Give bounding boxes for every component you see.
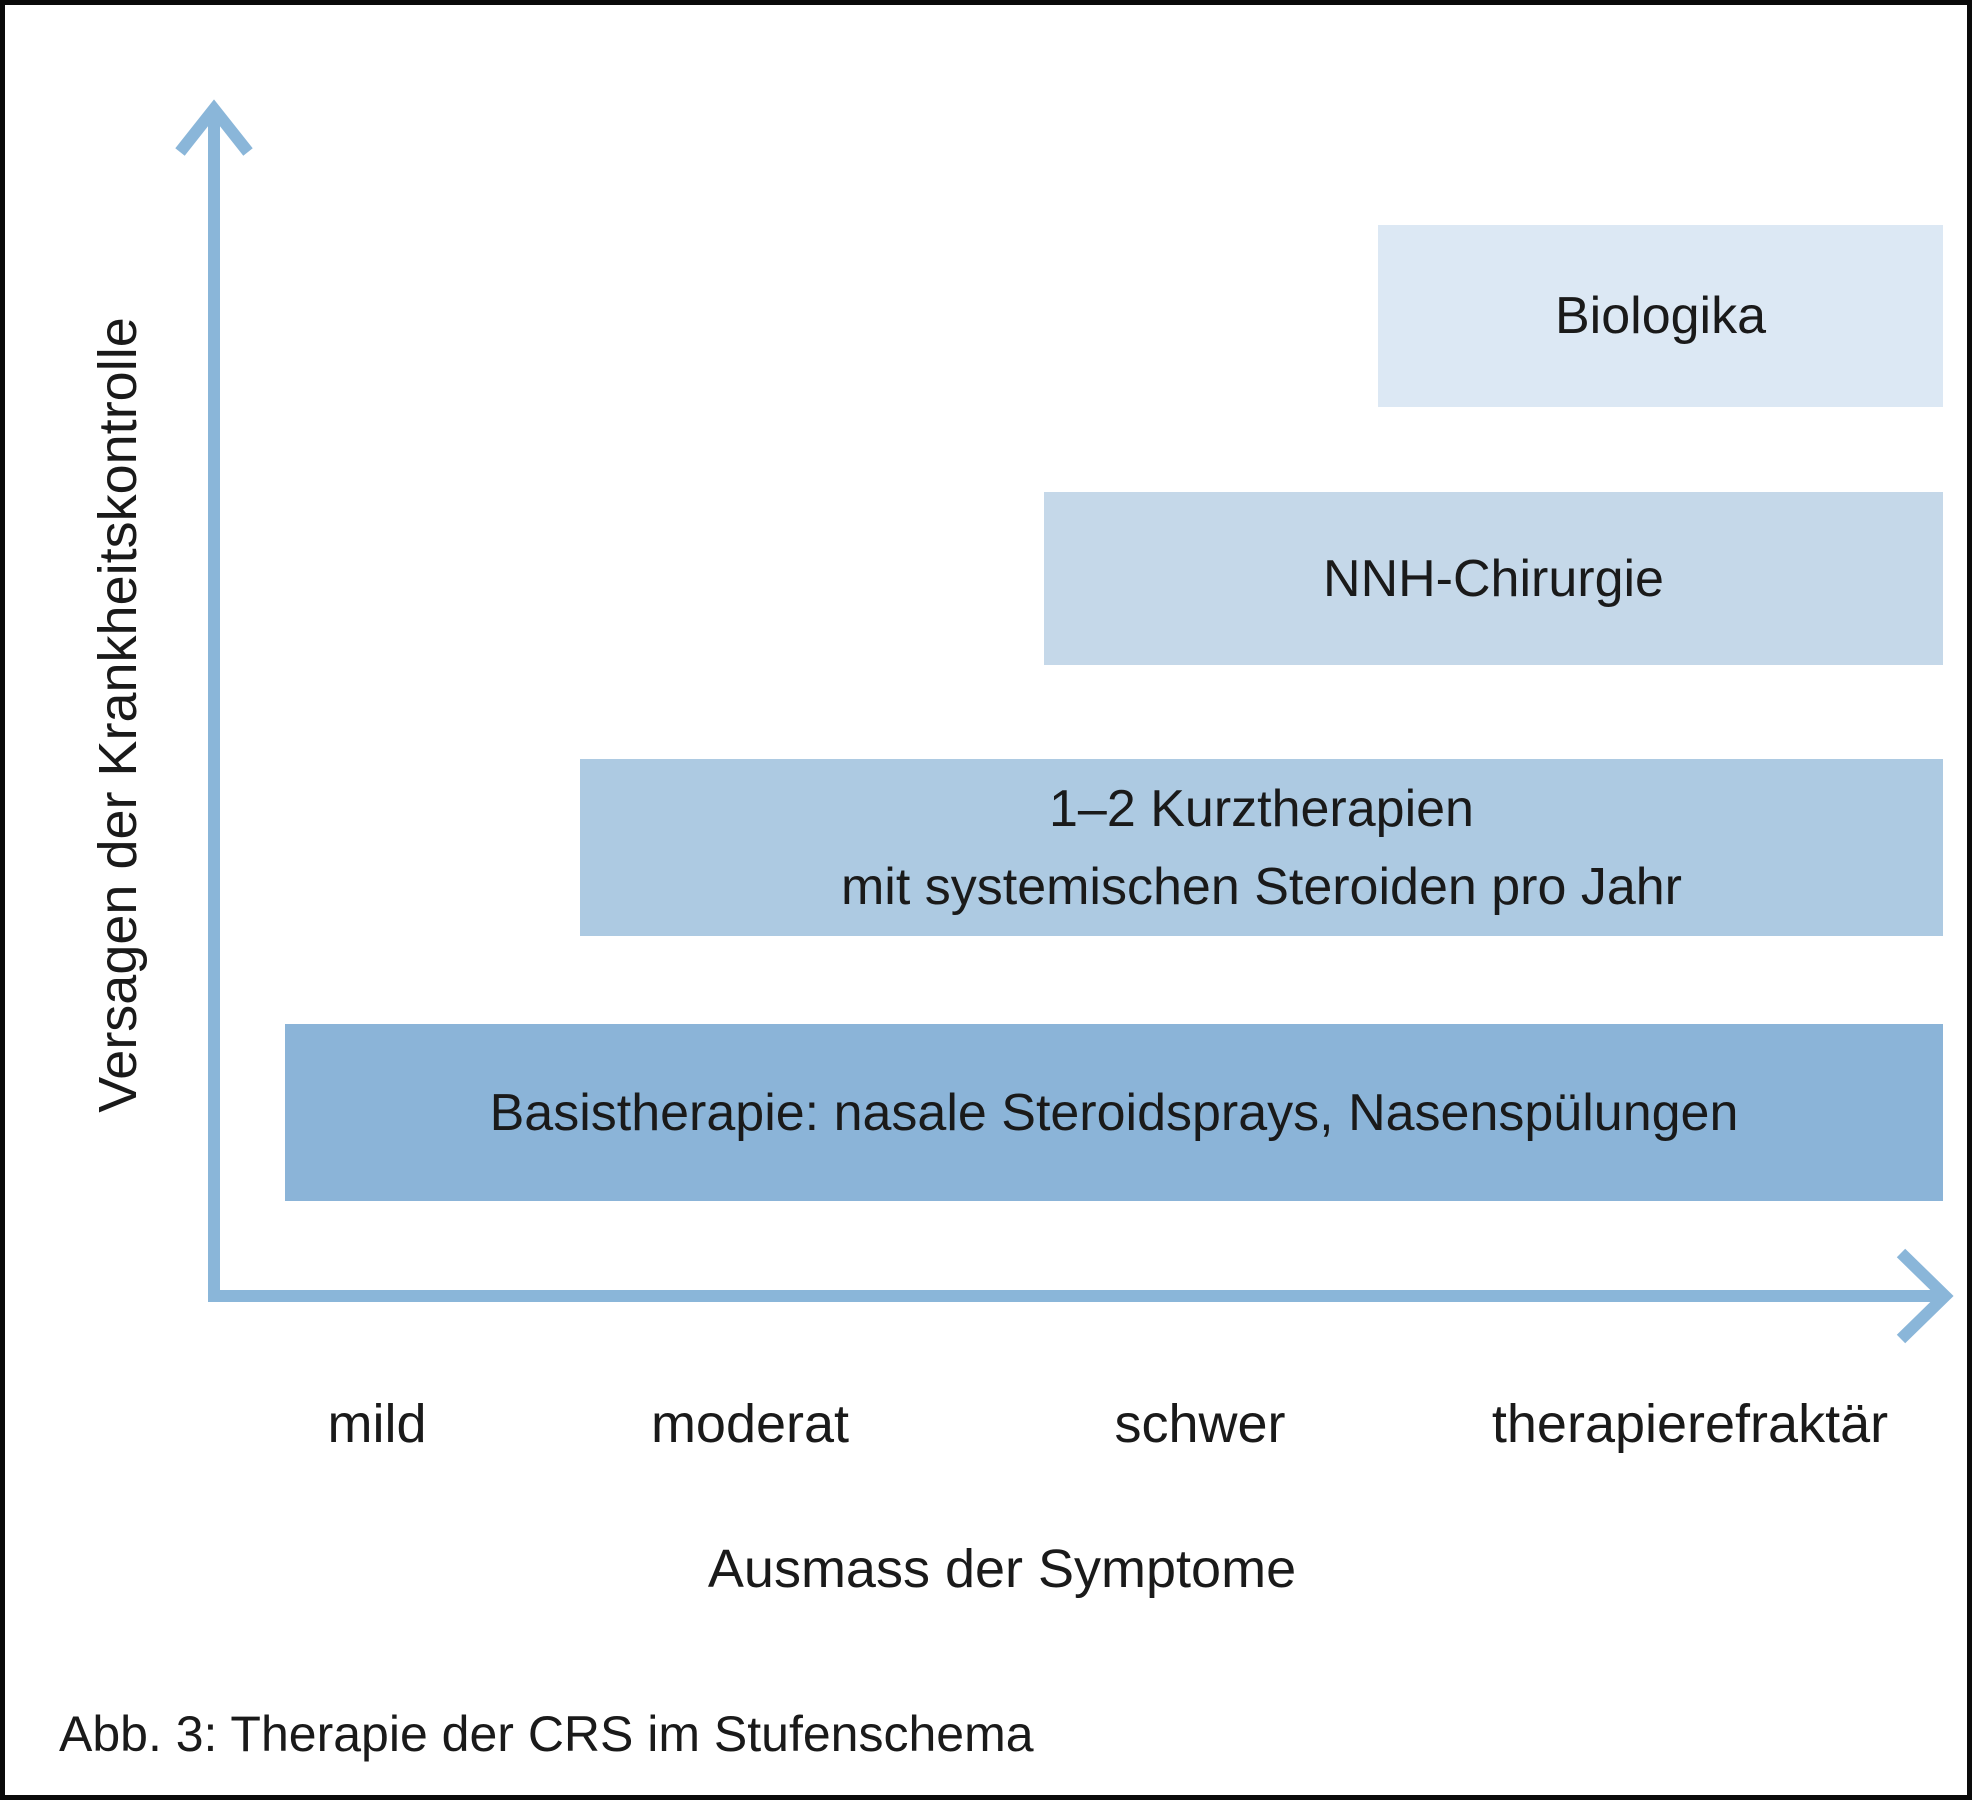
axes-svg	[175, 99, 1954, 1344]
bar-kurztherapien: 1–2 Kurztherapien mit systemischen Stero…	[580, 759, 1943, 936]
bar-basistherapie-label: Basistherapie: nasale Steroidsprays, Nas…	[489, 1083, 1739, 1142]
bar-biologika: Biologika	[1378, 225, 1943, 407]
y-axis-arrowhead-icon	[175, 99, 253, 156]
bar-kurztherapien-line2: mit systemischen Steroiden pro Jahr	[840, 857, 1682, 916]
bar-biologika-label: Biologika	[1554, 287, 1767, 345]
bar-nnh-chirurgie: NNH-Chirurgie	[1044, 492, 1943, 665]
bar-basistherapie: Basistherapie: nasale Steroidsprays, Nas…	[285, 1024, 1943, 1201]
x-axis-arrowhead-icon	[1896, 1248, 1954, 1344]
x-tick-schwer: schwer	[1114, 1394, 1286, 1454]
x-tick-therapierefraktaer: therapierefraktär	[1491, 1394, 1889, 1454]
bar-nnh-chirurgie-label: NNH-Chirurgie	[1323, 549, 1664, 608]
y-axis-label: Versagen der Krankheitskontrolle	[88, 317, 148, 1113]
x-tick-mild: mild	[327, 1394, 427, 1454]
x-axis-title: Ausmass der Symptome	[707, 1539, 1297, 1599]
bar-kurztherapien-line1: 1–2 Kurztherapien	[1049, 779, 1474, 838]
x-tick-moderat: moderat	[650, 1394, 850, 1454]
figure-caption: Abb. 3: Therapie der CRS im Stufenschema	[59, 1706, 1034, 1762]
